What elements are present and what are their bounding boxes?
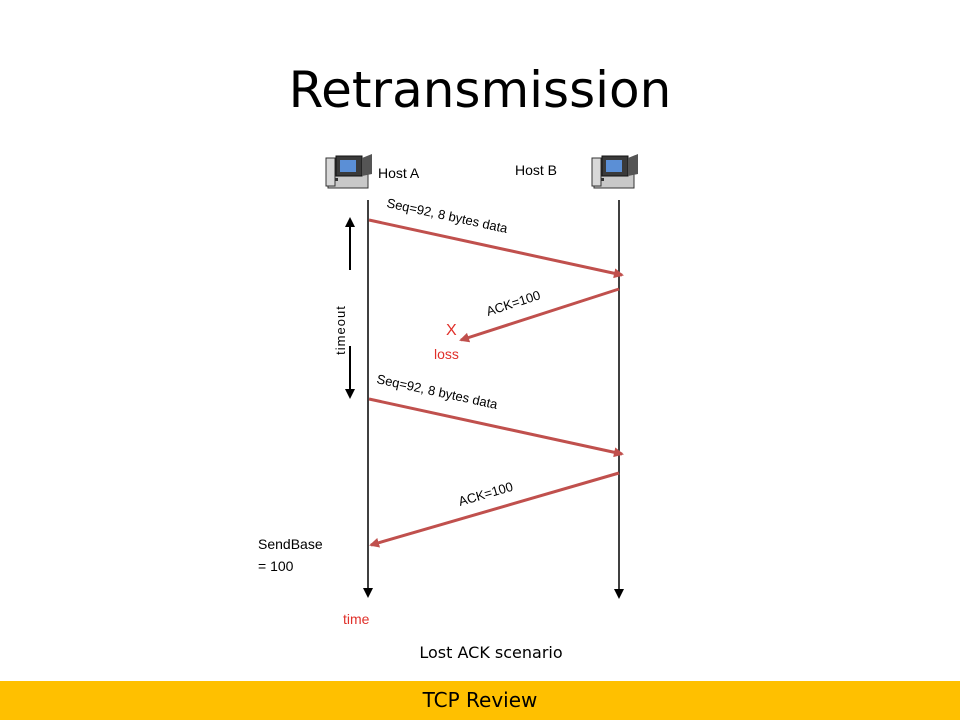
- seq-message-1: [368, 218, 624, 279]
- seq-message-1-label: Seq=92, 8 bytes data: [385, 195, 509, 236]
- time-label: time: [343, 611, 370, 627]
- seq-message-2: [368, 397, 624, 458]
- host-a-label: Host A: [378, 165, 420, 181]
- loss-mark: X: [446, 322, 457, 339]
- sendbase-label-line1: SendBase: [258, 536, 323, 552]
- sendbase-label-line2: = 100: [258, 558, 294, 574]
- footer-label: TCP Review: [422, 688, 538, 712]
- ack-message-1: [459, 287, 620, 343]
- footer-bar: TCP Review: [0, 681, 960, 720]
- host-b-label: Host B: [515, 162, 557, 178]
- host-a-computer-icon: [325, 154, 372, 189]
- sequence-diagram: Host A Host B timeout Seq=92, 8 bytes da…: [258, 154, 638, 662]
- slide-title: Retransmission: [288, 61, 672, 119]
- timeout-label: timeout: [333, 305, 348, 355]
- loss-label: loss: [434, 346, 459, 362]
- ack-message-1-label: ACK=100: [484, 287, 542, 318]
- scenario-caption: Lost ACK scenario: [419, 643, 562, 662]
- seq-message-2-label: Seq=92, 8 bytes data: [375, 371, 499, 412]
- ack-message-2: [369, 471, 620, 548]
- host-b-computer-icon: [591, 154, 638, 189]
